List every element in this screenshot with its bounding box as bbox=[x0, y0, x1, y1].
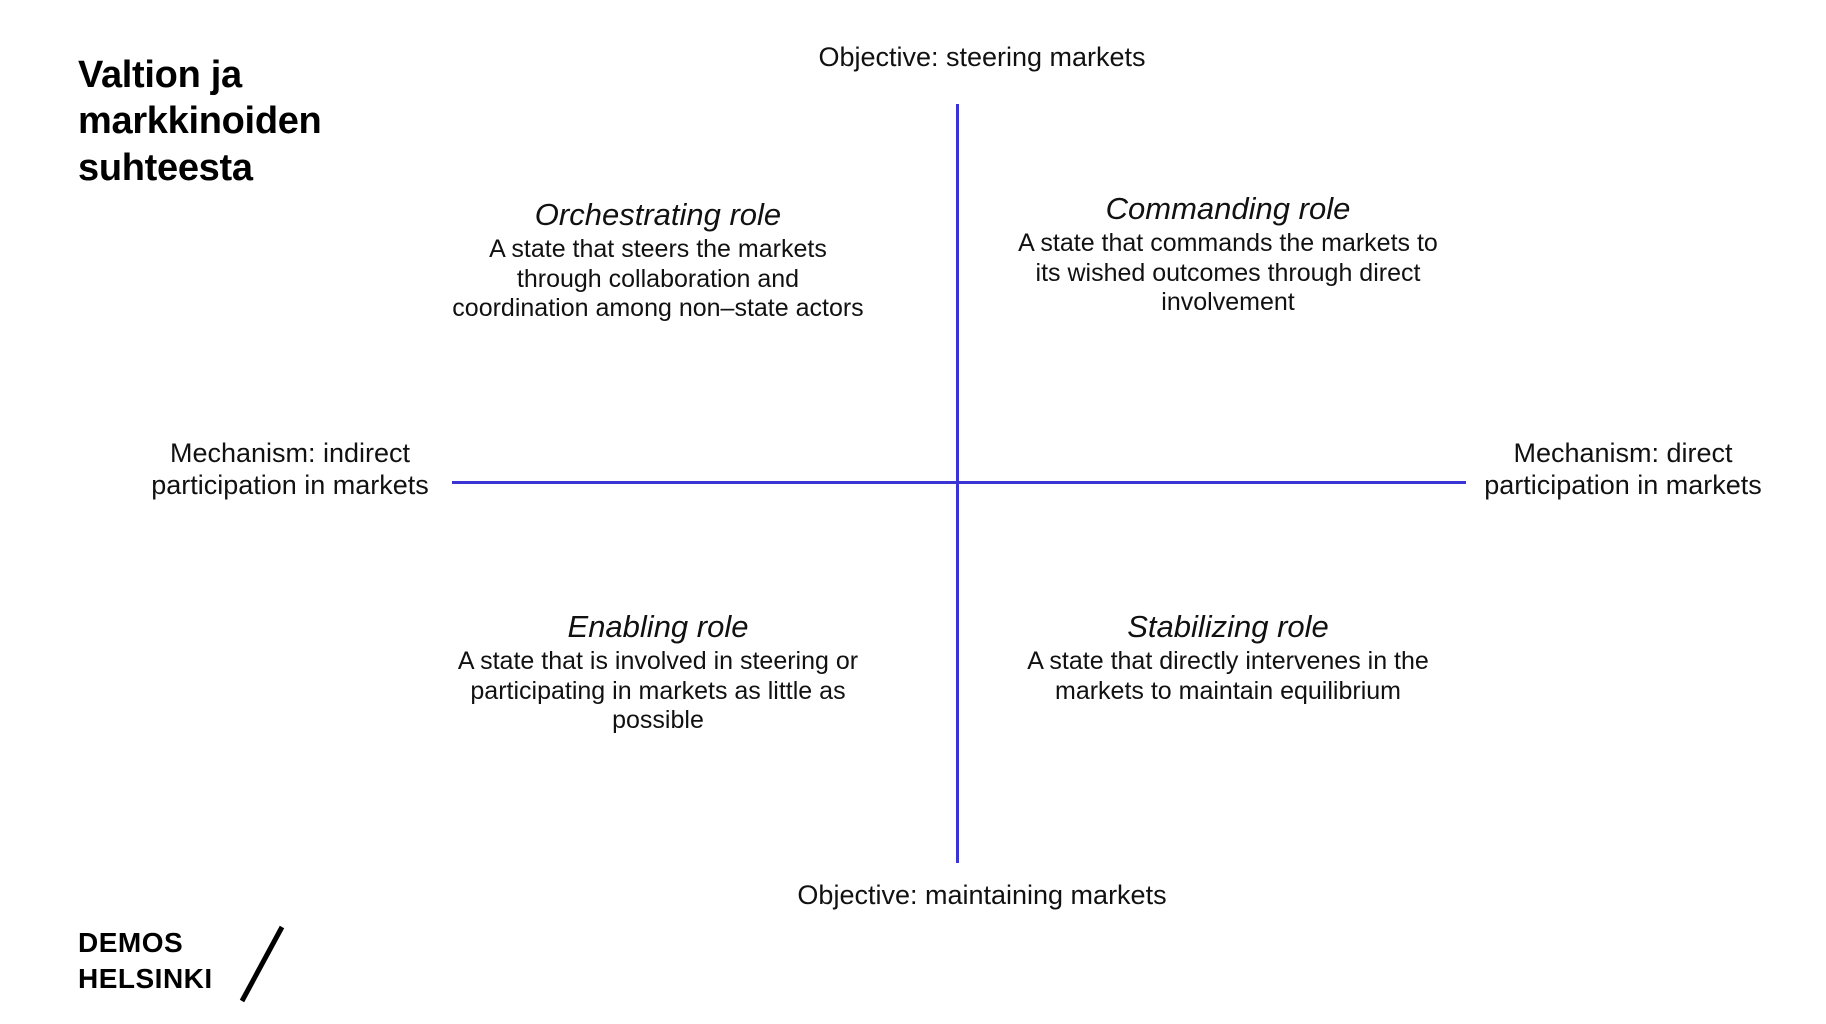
axis-label-left: Mechanism: indirect participation in mar… bbox=[151, 438, 429, 500]
quadrant-commanding: Commanding role A state that commands th… bbox=[1018, 190, 1438, 318]
quadrant-heading: Commanding role bbox=[1105, 191, 1351, 226]
quadrant-description: A state that is involved in steering or … bbox=[457, 647, 859, 735]
axis-label-top: Objective: steering markets bbox=[818, 42, 1146, 72]
quadrant-orchestrating: Orchestrating role A state that steers t… bbox=[448, 196, 868, 324]
demos-helsinki-logo: DEMOS HELSINKI bbox=[78, 925, 308, 1005]
axis-label-right: Mechanism: direct participation in marke… bbox=[1484, 438, 1762, 500]
quadrant-enabling: Enabling role A state that is involved i… bbox=[448, 608, 868, 736]
quadrant-description: A state that directly intervenes in the … bbox=[1027, 647, 1429, 705]
quadrant-heading: Orchestrating role bbox=[534, 197, 782, 232]
quadrant-heading: Stabilizing role bbox=[1127, 609, 1329, 644]
horizontal-axis-line bbox=[452, 481, 1466, 484]
logo-wordmark: DEMOS HELSINKI bbox=[78, 927, 213, 994]
quadrant-heading: Enabling role bbox=[567, 609, 749, 644]
quadrant-description: A state that commands the markets to its… bbox=[1018, 229, 1438, 317]
axis-label-bottom: Objective: maintaining markets bbox=[797, 880, 1167, 910]
quadrant-stabilizing: Stabilizing role A state that directly i… bbox=[1018, 608, 1438, 706]
slash-icon bbox=[239, 925, 285, 1003]
page-title: Valtion ja markkinoiden suhteesta bbox=[78, 54, 322, 189]
quadrant-description: A state that steers the markets through … bbox=[452, 235, 864, 323]
